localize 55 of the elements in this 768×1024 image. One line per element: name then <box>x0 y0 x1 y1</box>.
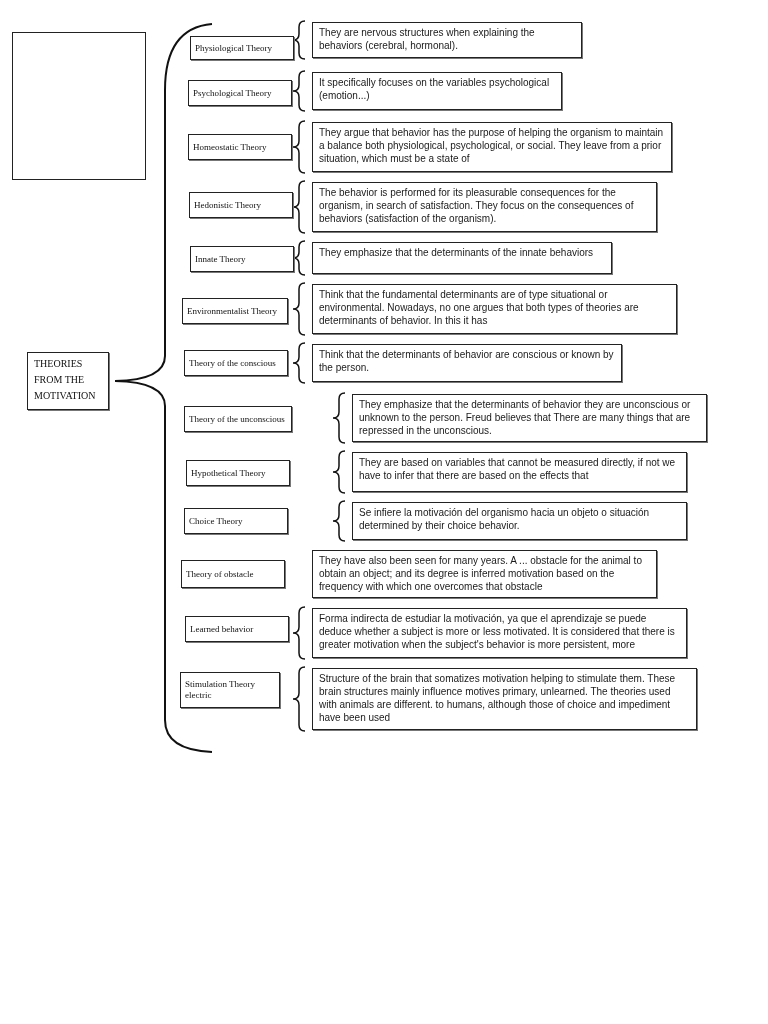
theory-box <box>186 460 290 486</box>
theory-box <box>184 350 288 376</box>
theory-box <box>190 246 294 272</box>
description-box <box>312 122 672 172</box>
theory-box <box>181 560 285 588</box>
topic-title: THEORIES FROM THE MOTIVATION <box>34 357 97 403</box>
empty-rectangle <box>12 32 146 180</box>
description-text: Structure of the brain that somatizes motivation helping to stimulate them. These brain structures mainly influence motives primary, unlearned. The theories used with animals are different. to humans, although those of choice and impediment have been used <box>319 672 677 724</box>
description-text: They are based on variables that cannot be measured directly, if not we have to infer that there are based on the effects that <box>359 456 677 482</box>
description-text: It specifically focuses on the variables psychological (emotion...) <box>319 76 551 102</box>
description-box <box>312 344 622 382</box>
theory-label: Learned behavior <box>190 623 254 635</box>
description-text: Se infiere la motivación del organismo hacia un objeto o situación determined by their choice behavior. <box>359 506 651 532</box>
topic-box <box>27 352 109 410</box>
description-text: Think that the fundamental determinants are of type situational or environmental. Nowadays, no one argues that both types of theories are determinants of behavior. In this it has <box>319 288 640 327</box>
theory-label: Theory of obstacle <box>186 568 254 580</box>
theory-label: Innate Theory <box>195 253 246 265</box>
theory-label: Homeostatic Theory <box>193 141 267 153</box>
theory-label: Stimulation Theory electric <box>185 679 257 701</box>
description-box <box>312 22 582 58</box>
theory-box <box>188 80 292 106</box>
description-text: Forma indirecta de estudiar la motivación, ya que el aprendizaje se puede deduce whether a subject is more or less motivated. It is considered that there is greater motivation when the subject's behavior is more persistent, more <box>319 612 676 651</box>
description-text: The behavior is performed for its pleasurable consequences for the organism, in search of satisfaction. They focus on the consequences of behaviors (satisfaction of the organism). <box>319 186 635 225</box>
theory-label: Theory of the unconscious <box>189 413 285 425</box>
description-text: They argue that behavior has the purpose of helping the organism to maintain a balance both physiological, psychological, or social. They leave from a prior situation, which must be a state of <box>319 126 665 165</box>
theory-box <box>189 192 293 218</box>
theory-label: Theory of the conscious <box>189 357 276 369</box>
description-text: They emphasize that the determinants of behavior they are unconscious or unknown to the person. Freud believes that There are many things that are repressed in the unconscious. <box>359 398 692 437</box>
theory-box <box>180 672 280 708</box>
description-box <box>312 182 657 232</box>
description-box <box>312 608 687 658</box>
theory-box <box>182 298 288 324</box>
description-text: Think that the determinants of behavior are conscious or known by the person. <box>319 348 615 374</box>
theory-box <box>185 616 289 642</box>
description-text: They emphasize that the determinants of the innate behaviors <box>319 246 595 259</box>
theory-label: Choice Theory <box>189 515 243 527</box>
description-box <box>312 242 612 274</box>
description-box <box>312 284 677 334</box>
description-box <box>352 452 687 492</box>
description-text: They have also been seen for many years. A ... obstacle for the animal to obtain an object; and its degree is inferred motivation based on the frequency with which one overcomes that obstacle <box>319 554 643 593</box>
theory-box <box>184 508 288 534</box>
theory-box <box>188 134 292 160</box>
description-box <box>312 550 657 598</box>
theory-label: Hedonistic Theory <box>194 199 262 211</box>
description-box <box>352 502 687 540</box>
description-box <box>312 72 562 110</box>
theory-label: Hypothetical Theory <box>191 467 266 479</box>
description-text: They are nervous structures when explaining the behaviors (cerebral, hormonal). <box>319 26 536 52</box>
theory-label: Environmentalist Theory <box>187 305 278 317</box>
theory-label: Psychological Theory <box>193 87 272 99</box>
description-box <box>352 394 707 442</box>
theory-box <box>184 406 292 432</box>
description-box <box>312 668 697 730</box>
theory-box <box>190 36 294 60</box>
theory-label: Physiological Theory <box>195 42 273 54</box>
